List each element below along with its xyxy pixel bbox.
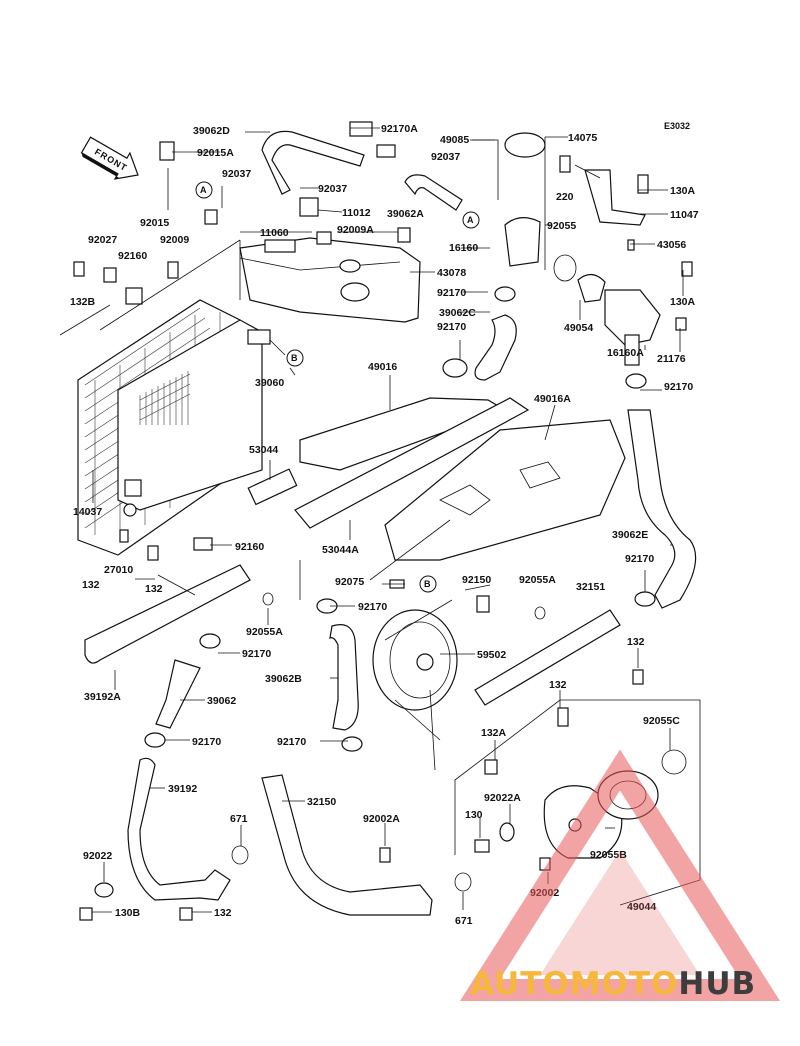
watermark-part1: AUTOMOTO: [470, 966, 678, 1002]
part-label: 53044: [249, 444, 278, 456]
part-label: 39062E: [612, 529, 648, 541]
part-label: 92037: [431, 151, 460, 163]
part-label: 671: [230, 813, 248, 825]
part-label: 132: [214, 907, 232, 919]
svg-text:B: B: [424, 579, 431, 589]
part-label: 130A: [670, 185, 696, 197]
part-label: 59502: [477, 649, 506, 661]
svg-text:A: A: [200, 185, 207, 195]
part-label: 39062A: [387, 208, 424, 220]
part-label: 49044: [627, 901, 656, 913]
part-label: 132: [627, 636, 645, 648]
diagram-code: E3032: [664, 121, 690, 131]
callout-b-left: B: [286, 349, 304, 367]
part-label: 92055C: [643, 715, 680, 727]
part-label: 39192: [168, 783, 197, 795]
radiator-drawing: [77, 299, 271, 556]
part-label: 11060: [260, 227, 289, 239]
part-label: 14075: [568, 132, 597, 144]
part-label: 14037: [73, 506, 102, 518]
part-label: 92170: [277, 736, 306, 748]
part-label: 43078: [437, 267, 466, 279]
part-labels: 39062D 92170A 92015A 49085 14075 92037 9…: [70, 123, 699, 927]
part-label: 132: [145, 583, 163, 595]
part-label: 92055: [547, 220, 576, 232]
callout-b-center: B: [419, 575, 437, 593]
part-label: 92170: [358, 601, 387, 613]
part-label: 92150: [462, 574, 491, 586]
callout-a-top-left: A: [195, 181, 213, 199]
part-label: 39062: [207, 695, 236, 707]
part-label: 49054: [564, 322, 593, 334]
part-label: 92055B: [590, 849, 627, 861]
part-label: 49085: [440, 134, 469, 146]
part-label: 92002A: [363, 813, 400, 825]
part-label: 92055A: [246, 626, 283, 638]
fasteners-drawing: [73, 121, 693, 921]
part-label: 92009: [160, 234, 189, 246]
part-label: 92027: [88, 234, 117, 246]
part-label: 49016: [368, 361, 397, 373]
part-label: 92022A: [484, 792, 521, 804]
part-label: 92037: [318, 183, 347, 195]
part-label: 39062D: [193, 125, 230, 137]
part-label: 21176: [657, 353, 686, 365]
part-label: 130B: [115, 907, 141, 919]
part-label: 92037: [222, 168, 251, 180]
callout-a-top-center: A: [462, 211, 480, 229]
part-label: 16160A: [607, 347, 644, 359]
watermark-part2: HUB: [678, 966, 756, 1002]
part-label: 53044A: [322, 544, 359, 556]
part-label: 92075: [335, 576, 364, 588]
part-label: 11012: [342, 207, 371, 219]
part-label: 92055A: [519, 574, 556, 586]
front-arrow-icon: [80, 136, 139, 180]
part-label: 92015A: [197, 147, 234, 159]
part-label: 132B: [70, 296, 96, 308]
part-label: 92170: [437, 321, 466, 333]
part-label: 130A: [670, 296, 696, 308]
part-label: 220: [556, 191, 574, 203]
part-label: 92160: [235, 541, 264, 553]
part-label: 92170: [625, 553, 654, 565]
part-label: 92022: [83, 850, 112, 862]
fan-drawing: [372, 599, 458, 771]
part-label: 92170: [664, 381, 693, 393]
part-label: 92170: [242, 648, 271, 660]
watermark-logo-icon: [459, 749, 781, 1001]
part-label: 92170A: [381, 123, 418, 135]
part-label: 92160: [118, 250, 147, 262]
part-label: 130: [465, 809, 483, 821]
leader-lines: [59, 127, 701, 913]
part-label: 49016A: [534, 393, 571, 405]
part-label: 32151: [576, 581, 605, 593]
part-label: 92170: [192, 736, 221, 748]
part-label: 39060: [255, 377, 284, 389]
part-label: 11047: [670, 209, 699, 221]
part-label: 132: [549, 679, 567, 691]
part-label: 92015: [140, 217, 169, 229]
part-label: 132: [82, 579, 100, 591]
part-label: 132A: [481, 727, 507, 739]
part-label: 92009A: [337, 224, 374, 236]
part-label: 27010: [104, 564, 133, 576]
svg-text:A: A: [467, 215, 474, 225]
thermostat-housing-drawing: [504, 132, 661, 366]
part-label: 39062B: [265, 673, 302, 685]
part-label: 43056: [657, 239, 686, 251]
part-label: 671: [455, 915, 473, 927]
part-label: 16160: [449, 242, 478, 254]
part-label: 92170: [437, 287, 466, 299]
shroud-plates-drawing: [247, 397, 626, 561]
watermark-text: AUTOMOTOHUB: [470, 966, 756, 1002]
part-label: 39192A: [84, 691, 121, 703]
hoses-drawing: [84, 130, 697, 916]
reservoir-tank-drawing: [239, 237, 421, 323]
svg-text:B: B: [291, 353, 298, 363]
part-label: 32150: [307, 796, 336, 808]
part-label: 39062C: [439, 307, 476, 319]
